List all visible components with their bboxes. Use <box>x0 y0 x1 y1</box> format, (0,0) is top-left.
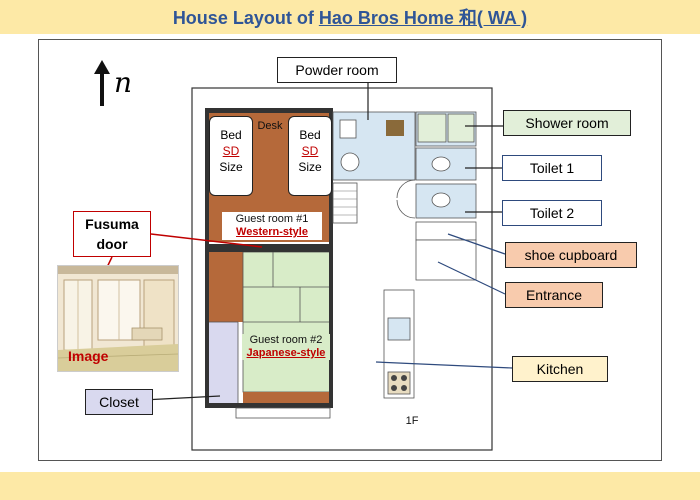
fusuma-line1: Fusuma <box>85 216 139 232</box>
desk-label: Desk <box>257 120 283 132</box>
guest-room-1-style: Western-style <box>236 226 308 238</box>
bottom-banner <box>0 472 700 500</box>
page-title: House Layout of Hao Bros Home 和( WA ) <box>0 4 700 30</box>
title-main: Hao Bros Home 和( WA ) <box>318 8 528 28</box>
shower-room-label: Shower room <box>503 110 631 136</box>
bed-right-line1: Bed <box>299 128 321 142</box>
fusuma-photo: Image <box>57 265 179 372</box>
shoe-cupboard-label: shoe cupboard <box>505 242 637 268</box>
toilet-2-label: Toilet 2 <box>502 200 602 226</box>
closet-label: Closet <box>85 389 153 415</box>
guest-room-2-bottom-strip <box>243 392 330 406</box>
bed-right-line3: Size <box>298 160 322 174</box>
closet-area <box>207 321 239 407</box>
guest-room-1-label: Guest room #1 Western-style <box>222 212 322 240</box>
bed-left: Bed SD Size <box>209 116 253 196</box>
guest-room-2-style: Japanese-style <box>246 347 326 359</box>
fusuma-line2: door <box>96 236 128 252</box>
house-outline <box>191 87 493 451</box>
bed-right-size-type: SD <box>301 144 319 158</box>
entrance-area <box>415 239 477 281</box>
kitchen-label: Kitchen <box>512 356 608 382</box>
bed-right: Bed SD Size <box>288 116 332 196</box>
north-arrow-icon <box>94 60 110 106</box>
floor-label: 1F <box>405 415 419 427</box>
fusuma-pointer-2 <box>150 233 263 248</box>
guest-room-2-label: Guest room #2 Japanese-style <box>242 334 330 360</box>
bed-left-line3: Size <box>219 160 243 174</box>
bed-left-size-type: SD <box>222 144 240 158</box>
compass: n <box>92 58 142 108</box>
bed-left-line1: Bed <box>220 128 242 142</box>
top-banner <box>0 0 700 34</box>
stairs <box>332 182 358 224</box>
powder-room-label: Powder room <box>277 57 397 83</box>
north-label: n <box>114 66 133 99</box>
entrance-label: Entrance <box>505 282 603 308</box>
room-photo-image <box>58 266 178 371</box>
guest-room-1-title: Guest room #1 <box>235 213 309 225</box>
image-caption: Image <box>68 348 109 364</box>
guest-room-2-title: Guest room #2 <box>249 334 323 346</box>
fusuma-door-label: Fusuma door <box>73 211 151 257</box>
title-prefix: House Layout of <box>172 8 319 28</box>
shoe-cupboard-area <box>415 221 477 241</box>
guest-room-2-wood-strip <box>208 252 243 322</box>
toilet-1-label: Toilet 1 <box>502 155 602 181</box>
